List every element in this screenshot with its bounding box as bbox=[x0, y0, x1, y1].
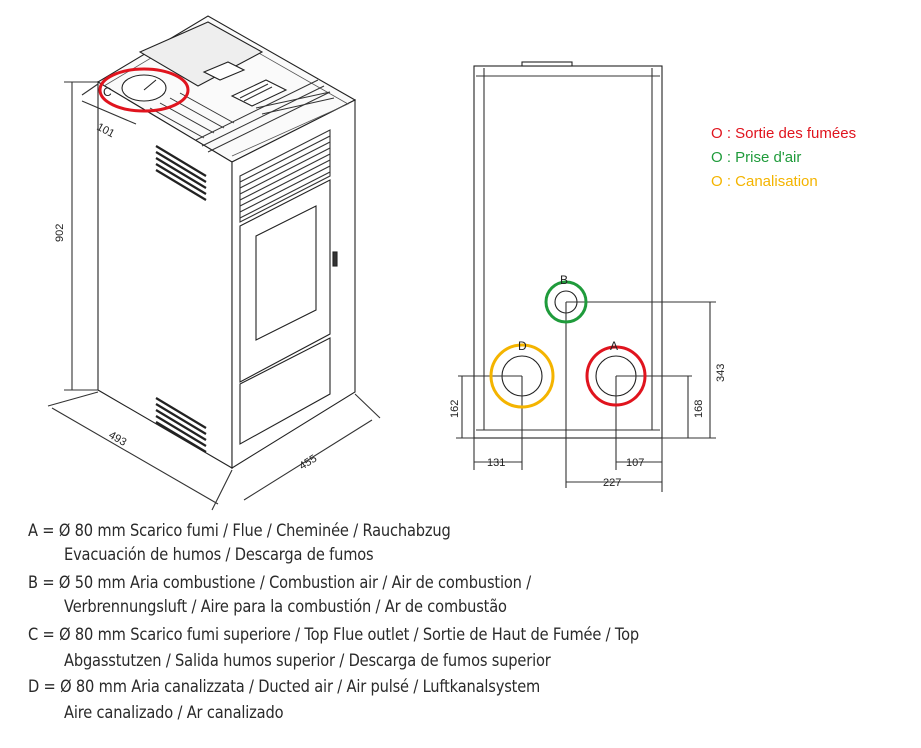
desc-d-line1: D = Ø 80 mm Aria canalizzata / Ducted ai… bbox=[28, 677, 541, 697]
perspective-view bbox=[47, 15, 381, 511]
side-vent-upper bbox=[155, 145, 207, 201]
desc-d-line2: Aire canalizado / Ar canalizado bbox=[64, 703, 284, 723]
dim-107: 107 bbox=[626, 457, 644, 469]
side-vent-lower bbox=[155, 397, 207, 453]
highlight-flue bbox=[585, 345, 647, 407]
legend-flue-exit: O : Sortie des fumées bbox=[711, 125, 857, 142]
label-c: C bbox=[103, 85, 112, 99]
desc-b-line1: B = Ø 50 mm Aria combustione / Combustio… bbox=[28, 573, 531, 593]
door-glass bbox=[255, 205, 317, 341]
pellet-lid bbox=[138, 21, 264, 87]
desc-c-line2: Abgasstutzen / Salida humos superior / D… bbox=[64, 651, 551, 671]
top-flue-outlet bbox=[121, 74, 167, 102]
highlight-ducted-air bbox=[489, 343, 555, 409]
dim-height: 902 bbox=[54, 224, 66, 242]
front-grille bbox=[239, 129, 331, 223]
label-b: B bbox=[560, 273, 568, 287]
dim-131: 131 bbox=[487, 457, 505, 469]
legend-air-intake: O : Prise d'air bbox=[711, 149, 802, 166]
desc-c-line1: C = Ø 80 mm Scarico fumi superiore / Top… bbox=[28, 625, 640, 645]
desc-b-line2: Verbrennungsluft / Aire para la combusti… bbox=[64, 597, 507, 617]
dim-depth: 493 bbox=[107, 429, 129, 449]
dim-162: 162 bbox=[449, 400, 461, 418]
rear-view bbox=[456, 61, 716, 492]
legend-ducting: O : Canalisation bbox=[711, 173, 818, 190]
label-a: A bbox=[610, 339, 618, 353]
desc-a-line2: Evacuación de humos / Descarga de fumos bbox=[64, 545, 374, 565]
dim-168: 168 bbox=[693, 400, 705, 418]
highlight-air-intake bbox=[544, 280, 588, 324]
label-d: D bbox=[518, 339, 527, 353]
door-handle bbox=[332, 251, 338, 267]
highlight-flue-top bbox=[98, 67, 190, 113]
desc-a-line1: A = Ø 80 mm Scarico fumi / Flue / Chemin… bbox=[28, 521, 451, 541]
dim-227: 227 bbox=[603, 477, 621, 489]
ash-drawer bbox=[239, 337, 331, 445]
dim-343: 343 bbox=[715, 364, 727, 382]
